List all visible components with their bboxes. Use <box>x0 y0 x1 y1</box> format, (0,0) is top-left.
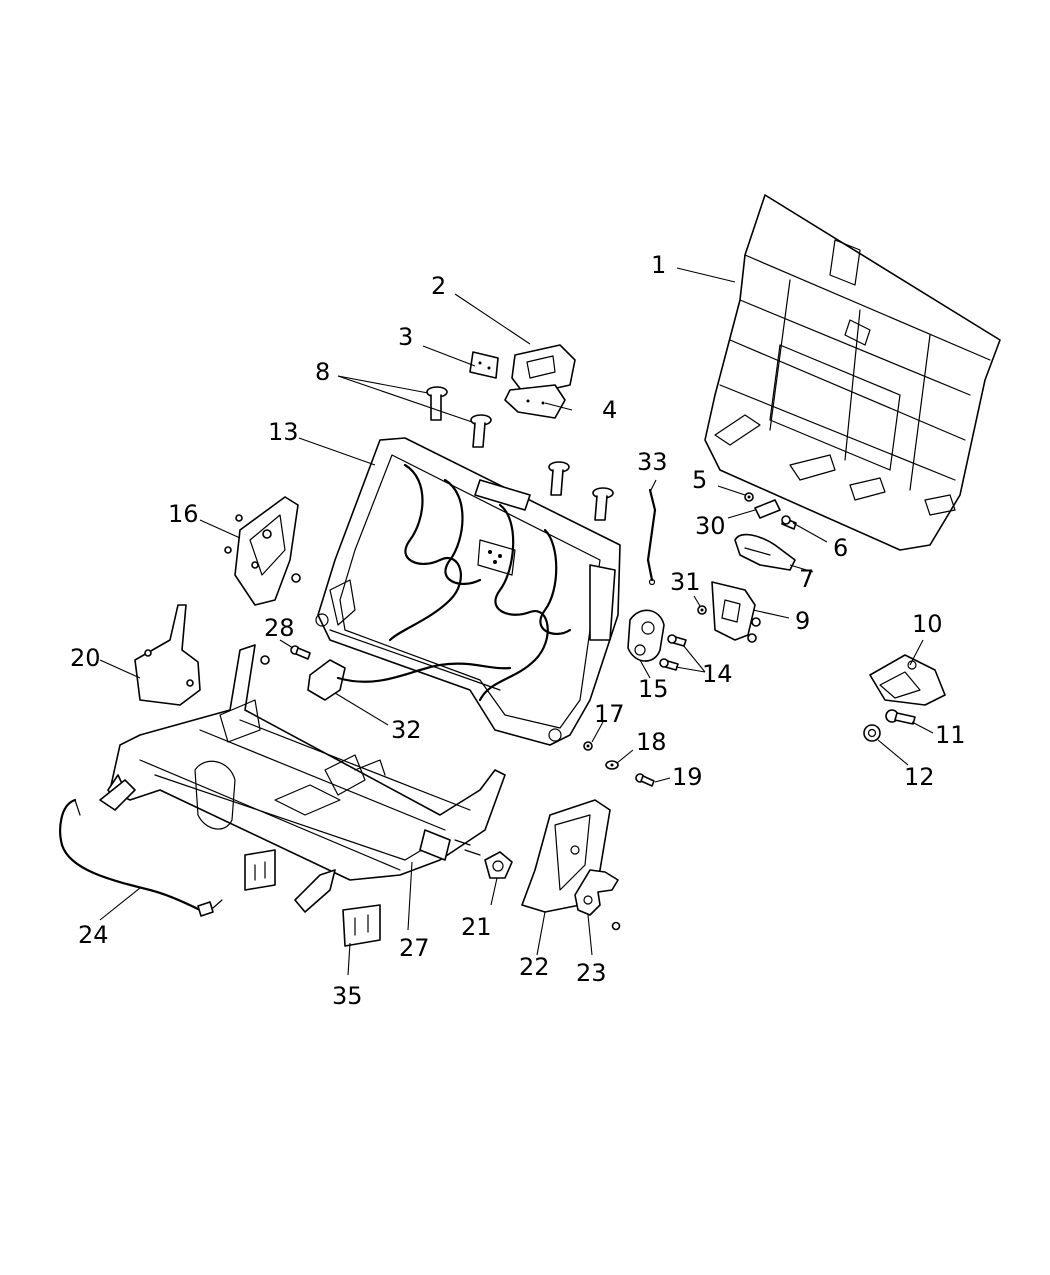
callout-1: 1 <box>651 251 666 279</box>
part-14-screws <box>659 634 687 671</box>
part-7-handle <box>734 533 796 571</box>
part-19-screw <box>635 773 655 787</box>
part-4-cover <box>504 384 566 419</box>
part-20-side-shield <box>134 604 270 706</box>
callout-23: 23 <box>576 959 607 987</box>
callout-16: 16 <box>168 500 199 528</box>
callout-7: 7 <box>799 565 814 593</box>
callout-30: 30 <box>695 512 726 540</box>
part-17-nut <box>583 741 593 751</box>
part-11-bolt <box>885 709 916 725</box>
part-8-guide-sleeves <box>426 386 614 521</box>
callout-24: 24 <box>78 921 109 949</box>
callout-3: 3 <box>398 323 413 351</box>
part-23-lever <box>574 869 621 931</box>
callout-9: 9 <box>795 607 810 635</box>
callout-11: 11 <box>935 721 966 749</box>
part-12-nut <box>863 724 881 742</box>
part-24-release-cable <box>59 798 223 917</box>
part-2-latch-cover <box>511 344 576 396</box>
callout-18: 18 <box>636 728 667 756</box>
part-18-washer <box>605 760 619 770</box>
callout-12: 12 <box>904 763 935 791</box>
callout-2: 2 <box>431 272 446 300</box>
callout-20: 20 <box>70 644 101 672</box>
callout-6: 6 <box>833 534 848 562</box>
callout-32: 32 <box>391 716 422 744</box>
callout-22: 22 <box>519 953 550 981</box>
part-33-rod <box>646 488 657 586</box>
callout-17: 17 <box>594 700 625 728</box>
part-6-screw <box>781 515 797 530</box>
part-28-screw <box>290 645 311 660</box>
part-10-latch <box>869 654 946 706</box>
part-15-plate <box>627 609 665 662</box>
callout-labels: 1 2 3 4 5 6 7 8 9 10 11 12 13 14 15 16 1… <box>70 251 966 1010</box>
part-31-nut <box>697 605 707 615</box>
part-21-nut <box>464 849 513 879</box>
callout-31: 31 <box>670 568 701 596</box>
part-35-riser-brackets <box>99 779 381 947</box>
callout-14: 14 <box>702 660 733 688</box>
callout-4: 4 <box>602 396 617 424</box>
leader-lines <box>99 267 934 976</box>
callout-5: 5 <box>692 466 707 494</box>
callout-13: 13 <box>268 418 299 446</box>
callout-19: 19 <box>672 763 703 791</box>
callout-8: 8 <box>315 358 330 386</box>
callout-27: 27 <box>399 934 430 962</box>
callout-21: 21 <box>461 913 492 941</box>
part-1-seat-back-panel <box>704 194 1001 551</box>
part-5-nut <box>744 492 754 502</box>
callout-33: 33 <box>637 448 668 476</box>
part-9-bracket <box>711 581 761 643</box>
callout-35: 35 <box>332 982 363 1010</box>
part-16-side-cover <box>224 496 301 606</box>
callout-28: 28 <box>264 614 295 642</box>
callout-15: 15 <box>638 675 669 703</box>
part-30-bracket <box>754 499 781 519</box>
part-32-handle-cable <box>307 659 512 701</box>
callout-10: 10 <box>912 610 943 638</box>
part-3-pad <box>469 351 499 379</box>
part-13-seat-back-frame <box>315 437 621 746</box>
